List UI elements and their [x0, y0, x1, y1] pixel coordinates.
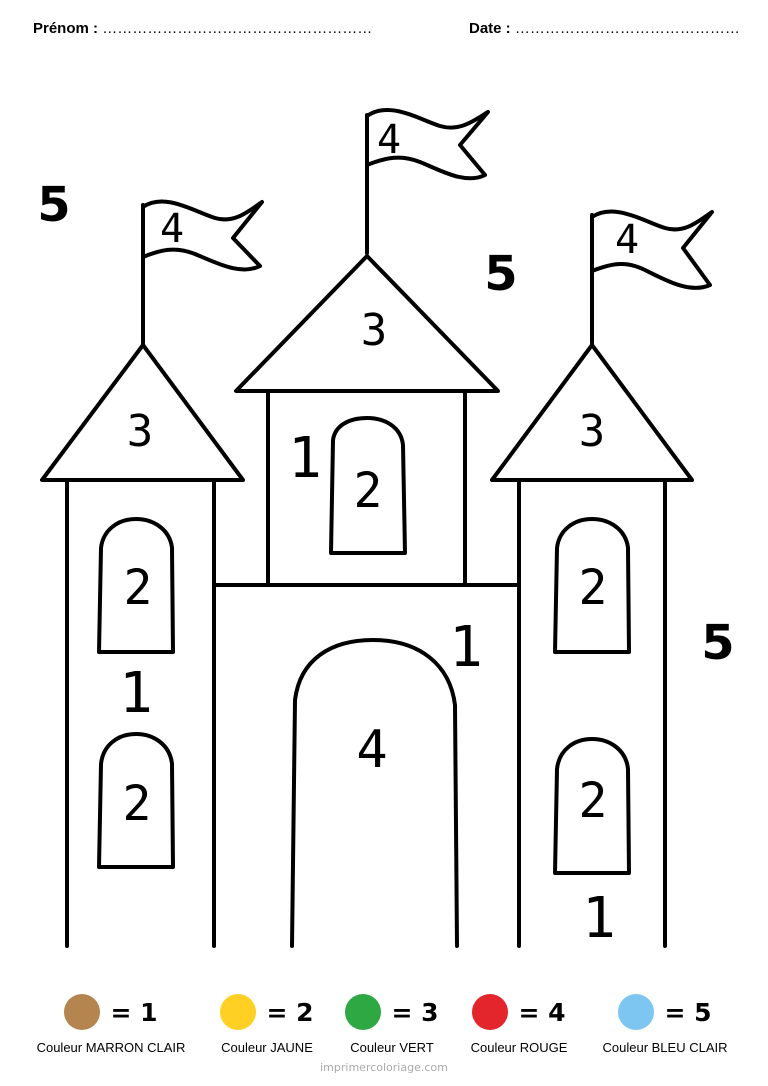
wall-number-right: 1: [582, 886, 616, 951]
window-right-upper: [553, 517, 631, 654]
left-flag: [141, 199, 264, 272]
center-roof: [234, 254, 500, 393]
flag-number-left: 4: [160, 206, 184, 252]
legend-color-name: Couleur JAUNE: [221, 1040, 313, 1055]
legend-color-name: Couleur BLEU CLAIR: [602, 1040, 728, 1055]
door: [290, 638, 459, 948]
swatch-yellow: [220, 994, 257, 1030]
legend-equals: = 5: [664, 997, 712, 1027]
prenom-dots: ………………………………………………: [102, 20, 373, 37]
legend-item-4: = 4 Couleur ROUGE: [444, 990, 594, 1055]
wall-number-main: 1: [449, 615, 483, 680]
right-flag: [590, 209, 714, 290]
date-dots: ………………………………………: [514, 20, 740, 37]
legend-item-3: = 3 Couleur VERT: [317, 990, 467, 1055]
wall-number-left: 1: [119, 661, 153, 726]
window-left-lower: [97, 732, 175, 869]
swatch-red: [472, 994, 509, 1030]
door-number: 4: [356, 720, 387, 780]
window-number-right-upper: 2: [579, 560, 608, 616]
sky-number-top-middle: 5: [484, 246, 517, 302]
roof-number-center: 3: [361, 305, 388, 356]
sky-number-top-left: 5: [37, 177, 70, 233]
swatch-brown: [64, 994, 101, 1030]
roof-number-right: 3: [579, 406, 606, 457]
wall-number-center-top: 1: [288, 426, 322, 491]
window-right-lower: [553, 737, 631, 875]
swatch-green: [345, 994, 382, 1030]
window-left-upper: [97, 517, 175, 654]
legend-equals: = 2: [266, 997, 314, 1027]
prenom-label: Prénom :: [33, 20, 99, 37]
legend-color-name: Couleur ROUGE: [470, 1040, 568, 1055]
window-number-left-lower: 2: [123, 776, 152, 832]
swatch-light-blue: [618, 994, 655, 1030]
window-center-top: [329, 416, 407, 555]
date-label: Date :: [469, 20, 511, 37]
date-field: Date : ………………………………………: [469, 20, 740, 37]
legend-color-name: Couleur MARRON CLAIR: [36, 1040, 186, 1055]
window-number-right-lower: 2: [579, 773, 608, 829]
window-number-left-upper: 2: [124, 560, 153, 616]
legend-equals: = 3: [391, 997, 439, 1027]
right-roof: [490, 343, 694, 482]
window-number-center-top: 2: [354, 463, 383, 519]
center-flag: [365, 107, 490, 181]
left-roof: [40, 343, 245, 482]
legend-item-1: = 1 Couleur MARRON CLAIR: [36, 990, 186, 1055]
legend-color-name: Couleur VERT: [350, 1040, 434, 1055]
roof-number-left: 3: [127, 406, 154, 457]
legend-equals: = 4: [518, 997, 566, 1027]
legend-equals: = 1: [110, 997, 158, 1027]
sky-number-right: 5: [701, 615, 734, 671]
color-legend: = 1 Couleur MARRON CLAIR = 2 Couleur JAU…: [0, 990, 768, 1070]
legend-item-5: = 5 Couleur BLEU CLAIR: [590, 990, 740, 1055]
castle-drawing: 5 5 5 4 4 4 3 3 3 1 1 1 1 2 2 2 2 2 4: [37, 107, 735, 951]
legend-item-2: = 2 Couleur JAUNE: [192, 990, 342, 1055]
prenom-field: Prénom : ………………………………………………: [33, 20, 372, 37]
flag-number-right: 4: [615, 217, 639, 263]
flag-number-center: 4: [377, 117, 401, 163]
footer-website: imprimercoloriage.com: [320, 1061, 448, 1074]
